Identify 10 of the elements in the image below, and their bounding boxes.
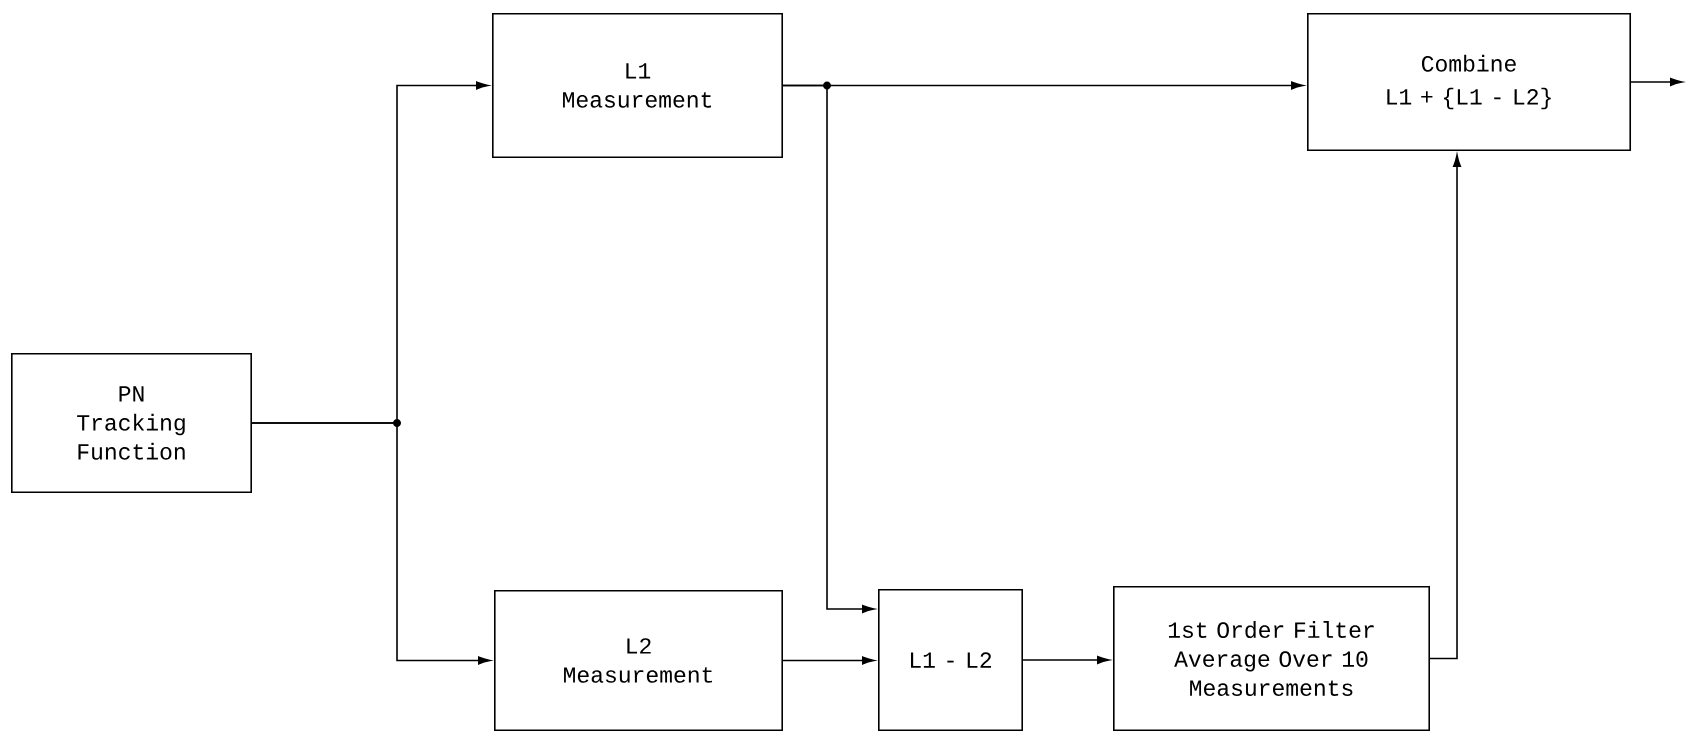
process-box: 1st Order Filter Average Over 10 Measurements — [1113, 586, 1430, 731]
arrow — [1630, 77, 1683, 87]
arrow — [1022, 655, 1110, 665]
process-box: PN Tracking Function — [11, 353, 252, 493]
process-box: Combine L1 + {L1 - L2} — [1307, 13, 1631, 151]
process-box: L2 Measurement — [494, 590, 783, 731]
arrow — [782, 84, 875, 614]
arrow — [1429, 154, 1462, 660]
process-box: L1 - L2 — [878, 589, 1023, 731]
process-box: L1 Measurement — [492, 13, 783, 158]
